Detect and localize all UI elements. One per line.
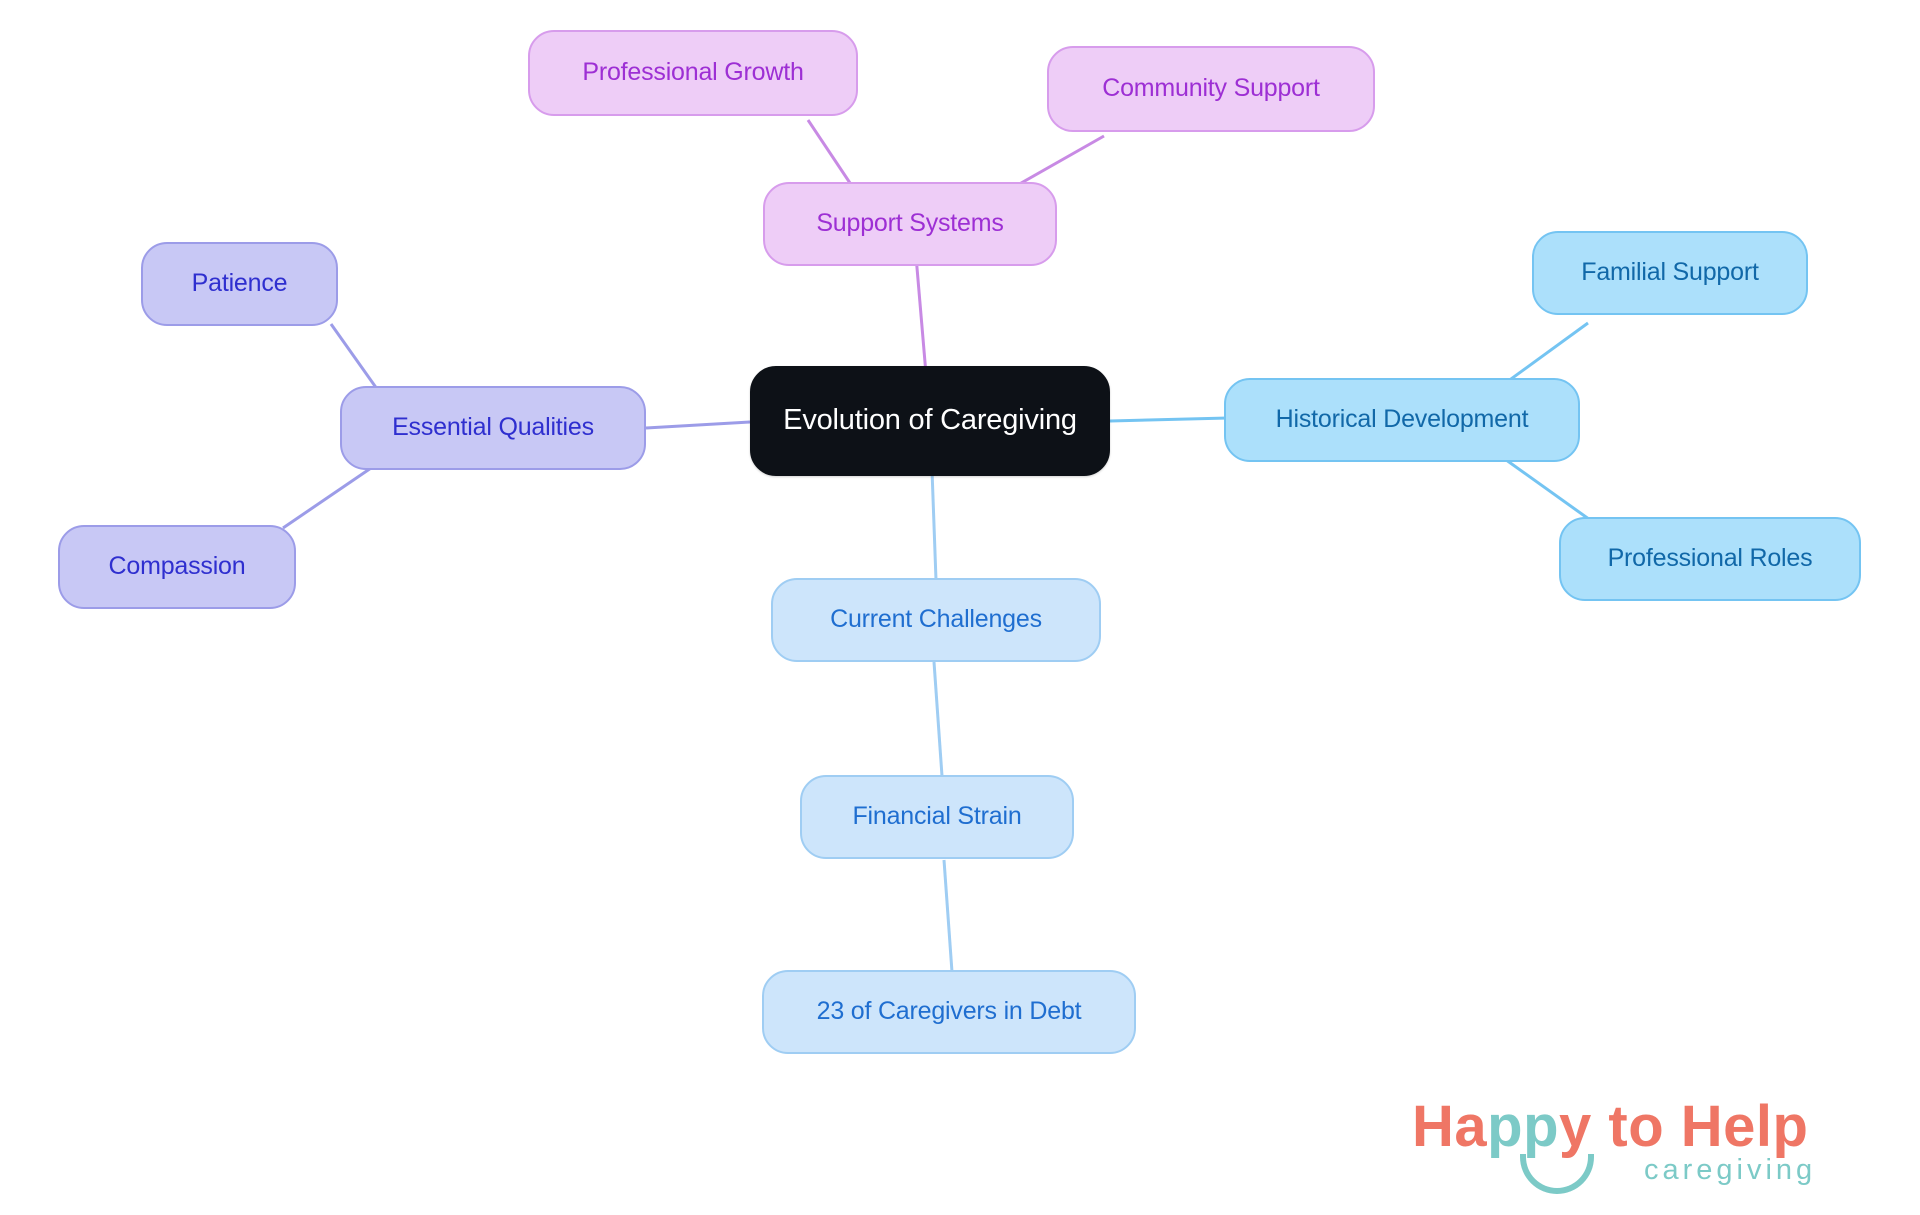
- edge-financial-strain-caregivers-in-debt: [942, 859, 954, 973]
- smile-icon: [1520, 1154, 1594, 1194]
- logo-text-ha: Ha: [1412, 1094, 1488, 1159]
- node-current-challenges[interactable]: Current Challenges: [771, 578, 1101, 662]
- logo-text-to-help: to Help: [1591, 1094, 1809, 1159]
- node-professional-growth[interactable]: Professional Growth: [528, 30, 858, 116]
- node-caregivers-in-debt[interactable]: 23 of Caregivers in Debt: [762, 970, 1136, 1054]
- logo-text-pp: pp: [1487, 1094, 1560, 1159]
- node-familial-support[interactable]: Familial Support: [1532, 231, 1808, 315]
- logo-tagline: caregiving: [1644, 1154, 1817, 1186]
- node-patience[interactable]: Patience: [141, 242, 338, 326]
- edge-support-systems-community-support: [1015, 134, 1105, 188]
- node-essential-qualities[interactable]: Essential Qualities: [340, 386, 646, 470]
- node-label-caregivers-in-debt: 23 of Caregivers in Debt: [816, 997, 1082, 1026]
- node-professional-roles[interactable]: Professional Roles: [1559, 517, 1861, 601]
- node-evolution-of-caregiving[interactable]: Evolution of Caregiving: [750, 366, 1110, 476]
- node-label-essential-qualities: Essential Qualities: [392, 413, 594, 442]
- logo-wordmark: Happy to Help: [1412, 1098, 1808, 1156]
- edge-root-current-challenges: [930, 469, 938, 581]
- edge-essential-qualities-compassion: [282, 464, 375, 530]
- node-label-root: Evolution of Caregiving: [783, 404, 1077, 437]
- node-label-compassion: Compassion: [108, 552, 246, 581]
- node-label-historical-development: Historical Development: [1275, 405, 1529, 434]
- edge-root-support-systems: [914, 255, 928, 375]
- node-label-current-challenges: Current Challenges: [830, 605, 1042, 634]
- node-label-support-systems: Support Systems: [816, 209, 1004, 238]
- logo-text-y: y: [1559, 1094, 1592, 1159]
- node-community-support[interactable]: Community Support: [1047, 46, 1375, 132]
- node-historical-development[interactable]: Historical Development: [1224, 378, 1580, 462]
- node-financial-strain[interactable]: Financial Strain: [800, 775, 1074, 859]
- node-label-financial-strain: Financial Strain: [852, 802, 1022, 831]
- edge-current-challenges-financial-strain: [932, 661, 944, 777]
- node-label-familial-support: Familial Support: [1581, 258, 1759, 287]
- node-compassion[interactable]: Compassion: [58, 525, 296, 609]
- happy-to-help-logo: Happy to Help caregiving: [1412, 1098, 1882, 1200]
- edge-root-historical-development: [1109, 416, 1229, 423]
- node-label-patience: Patience: [191, 269, 288, 298]
- node-label-professional-growth: Professional Growth: [582, 58, 804, 87]
- edge-root-essential-qualities: [645, 420, 751, 430]
- node-label-professional-roles: Professional Roles: [1607, 544, 1813, 573]
- edge-support-systems-professional-growth: [806, 119, 854, 187]
- node-label-community-support: Community Support: [1102, 74, 1320, 103]
- node-support-systems[interactable]: Support Systems: [763, 182, 1057, 266]
